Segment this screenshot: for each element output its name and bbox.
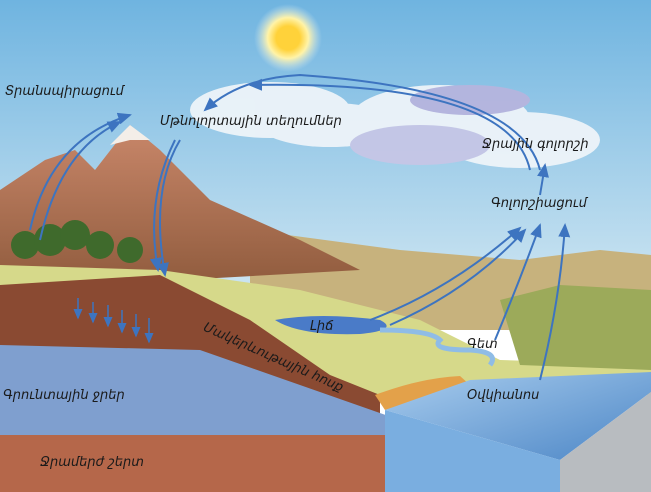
label-river: Գետ [467,337,498,352]
right-hills [500,285,651,370]
lake [275,316,387,335]
ocean-top [385,372,651,460]
groundwater-layer [0,345,400,435]
clouds [190,82,600,168]
ocean-side [385,410,560,492]
cycle-arrows [29,73,571,381]
label-groundwater: Գրունտային ջրեր [3,388,125,403]
label-evaporation: Գոլորշիացում [491,196,587,211]
infiltration-arrows [73,298,154,344]
shore [375,376,470,410]
river [379,327,495,367]
impermeable-layer [0,435,420,492]
label-transpiration: Տրանսպիրացում [5,84,124,99]
label-lake: Լիճ [310,319,334,334]
sun [254,4,322,72]
label-impermeable-layer: Ջրամերժ շերտ [40,455,144,470]
label-water-vapor: Ջրային գոլորշի [482,137,589,152]
forest [11,220,143,263]
label-ocean: Օվկիանոս [467,388,540,403]
label-precipitation: Մթնոլորտային տեղումներ [160,114,342,129]
